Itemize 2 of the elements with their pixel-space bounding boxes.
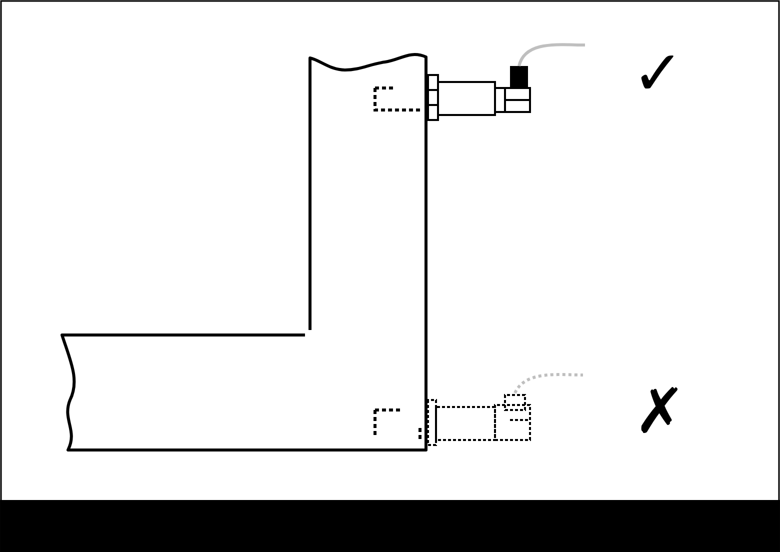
status-mark: ✓ xyxy=(641,55,674,89)
status-mark: ✗ xyxy=(641,387,678,433)
